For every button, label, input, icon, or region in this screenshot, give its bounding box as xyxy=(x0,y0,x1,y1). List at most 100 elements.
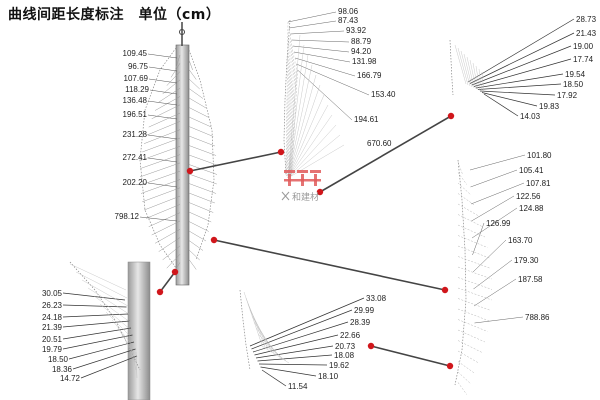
leader-line xyxy=(151,104,181,120)
leader-line xyxy=(288,45,293,177)
leader-line xyxy=(457,298,491,311)
brand-logo: 和建材 xyxy=(281,170,321,203)
leader-line xyxy=(81,279,129,307)
dimension-label: 22.66 xyxy=(340,331,361,340)
leader-line xyxy=(286,27,290,177)
leader-line xyxy=(481,92,538,107)
leader-line xyxy=(251,315,275,354)
leader-line xyxy=(148,78,178,84)
leader-line xyxy=(188,211,212,223)
leader-line xyxy=(293,51,351,63)
leader-line xyxy=(471,195,515,222)
leader-line xyxy=(75,271,128,299)
leader-line xyxy=(254,334,339,356)
leader-line xyxy=(62,313,129,318)
leader-line xyxy=(166,71,181,86)
marker-dot xyxy=(210,236,218,244)
dimension-label: 105.41 xyxy=(519,166,544,175)
leader-line xyxy=(287,54,309,179)
leader-line xyxy=(253,321,278,356)
dimension-label: 28.73 xyxy=(576,15,597,24)
leader-line xyxy=(481,71,485,94)
leader-line xyxy=(470,169,518,188)
leader-line xyxy=(287,84,321,179)
main-left-curve xyxy=(139,47,181,277)
leader-line xyxy=(142,187,181,203)
marker-dot xyxy=(171,268,179,276)
leader-line xyxy=(188,173,217,185)
bottom-left-pole xyxy=(127,261,151,400)
leader-line xyxy=(188,230,207,242)
leader-line xyxy=(457,245,490,259)
leader-line xyxy=(146,204,181,219)
leader-line xyxy=(287,94,325,179)
marker-dot xyxy=(367,342,375,350)
dimension-label: 14.72 xyxy=(60,374,81,383)
leader-line xyxy=(292,45,350,53)
leader-line xyxy=(457,172,467,185)
leader-line xyxy=(72,348,136,370)
leader-line xyxy=(62,320,130,328)
leader-line xyxy=(139,162,181,178)
leader-line xyxy=(287,124,337,179)
dimension-label: 26.23 xyxy=(42,301,63,310)
leader-line xyxy=(457,361,476,374)
marker-dot xyxy=(446,362,454,370)
leader-line xyxy=(287,39,292,177)
leader-line xyxy=(287,44,305,179)
leader-line xyxy=(472,239,507,273)
dimension-label: 30.05 xyxy=(42,289,63,298)
dimension-label: 20.51 xyxy=(42,335,63,344)
connector-right xyxy=(213,239,446,291)
dimension-label: 18.50 xyxy=(563,80,584,89)
dimension-label: 107.69 xyxy=(124,74,149,83)
curve-line xyxy=(239,289,251,371)
dimension-label: 19.62 xyxy=(329,361,350,370)
leader-line xyxy=(188,126,214,137)
leader-line xyxy=(188,183,217,194)
marker-dot xyxy=(156,288,164,296)
leader-line xyxy=(290,63,297,177)
dimension-label: 126.99 xyxy=(486,219,511,228)
leader-line xyxy=(62,334,133,350)
right-fan: 101.80105.41107.81122.56124.88126.99163.… xyxy=(454,151,552,395)
leader-line xyxy=(93,295,131,323)
dimension-label: 11.54 xyxy=(288,382,308,391)
main-right-curve xyxy=(188,49,218,270)
leader-line xyxy=(472,62,479,91)
dimension-label: 20.73 xyxy=(335,342,356,351)
leader-line xyxy=(188,192,215,204)
leader-line xyxy=(188,88,204,99)
leader-line xyxy=(457,329,486,343)
leader-line xyxy=(257,333,284,360)
dimension-label: 17.74 xyxy=(573,55,594,64)
leader-line xyxy=(469,154,526,171)
dimension-label: 19.54 xyxy=(565,70,586,79)
dimension-label: 17.92 xyxy=(557,91,578,100)
leader-line xyxy=(162,245,181,261)
connector-bottom-left xyxy=(159,271,176,293)
leader-line xyxy=(249,297,365,347)
curve-line xyxy=(449,39,454,96)
leader-line xyxy=(162,79,181,95)
page-title: 曲线间距长度标注 单位（cm） xyxy=(8,7,221,23)
leader-line xyxy=(154,229,181,244)
leader-line xyxy=(129,343,137,371)
dimension-label: 18.08 xyxy=(334,351,355,360)
leader-line xyxy=(454,44,467,85)
leader-line xyxy=(188,116,212,128)
leader-line xyxy=(460,50,471,87)
dimension-label: 136.48 xyxy=(123,96,148,105)
leader-line xyxy=(140,154,181,169)
leader-line xyxy=(457,47,469,86)
dimension-label: 93.92 xyxy=(346,26,367,35)
leader-line xyxy=(469,32,575,84)
bottom-left-fan: 30.0526.2324.1821.3920.5119.7918.5018.36… xyxy=(42,261,141,383)
leader-line xyxy=(287,33,291,177)
leader-line xyxy=(175,54,181,70)
leader-line xyxy=(285,21,289,177)
leader-line xyxy=(472,222,485,256)
bottom-center-fan: 33.0829.9928.3922.6620.7318.0819.6218.10… xyxy=(239,289,387,391)
leader-line xyxy=(147,100,178,106)
dimension-label: 88.79 xyxy=(351,37,372,46)
